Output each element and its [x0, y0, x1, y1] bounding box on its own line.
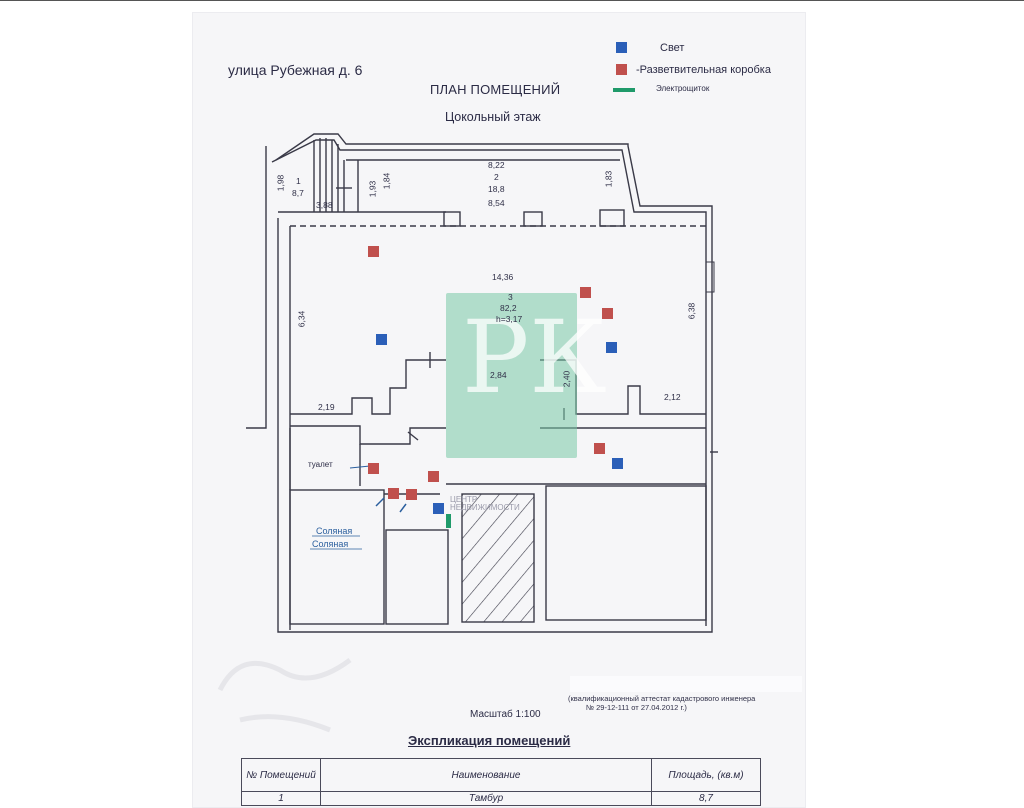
dim-183: 1,83 — [603, 170, 614, 188]
redacted-block — [570, 676, 802, 692]
dim-212: 2,12 — [664, 392, 681, 402]
room2-bottom: 8,54 — [488, 198, 505, 208]
dim-room1-width: 3,88 — [316, 200, 333, 210]
watermark-logo — [446, 293, 577, 458]
room3-area: 82,2 — [500, 303, 517, 313]
plan-title: ПЛАН ПОМЕЩЕНИЙ — [430, 82, 561, 97]
legend-panel-label: Электрощиток — [656, 84, 710, 93]
certificate-line-1: (квалификационный аттестат кадастрового … — [568, 694, 756, 703]
row-no: 1 — [241, 791, 321, 806]
junction-box-icon — [368, 246, 379, 257]
salt-room-label-1: Соляная — [316, 526, 353, 536]
header-area: Площадь, (кв.м) — [651, 758, 761, 792]
hatched-shaft — [462, 494, 534, 622]
electric-panel-icon — [446, 514, 451, 528]
room3-number: 3 — [508, 292, 513, 302]
header-no: № Помещений — [241, 758, 321, 792]
dim-left-height: 6,34 — [296, 310, 307, 328]
dim-193: 1,93 — [367, 180, 378, 198]
header-name: Наименование — [320, 758, 652, 792]
junction-box-icon — [602, 308, 613, 319]
watermark-text-1: ЦЕНТР — [450, 495, 478, 504]
dim-284: 2,84 — [490, 370, 507, 380]
window-top-border — [0, 0, 1024, 1]
plan-subtitle: Цокольный этаж — [445, 110, 541, 124]
room3-width: 14,36 — [492, 272, 514, 282]
certificate-line-2: № 29-12-111 от 27.04.2012 г.) — [586, 703, 687, 712]
watermark-letter: РК — [462, 299, 607, 416]
dim-219: 2,19 — [318, 402, 335, 412]
dim-184: 1,84 — [381, 172, 392, 190]
room3-ceiling-height: h=3,17 — [496, 314, 523, 324]
panel-legend-icon — [613, 88, 635, 92]
salt-room-label-2: Соляная — [312, 539, 349, 549]
junction-box-icon — [428, 471, 439, 482]
dim-right-height: 6,38 — [686, 302, 697, 320]
outer-wall-stair — [275, 133, 713, 633]
junction-box-legend-icon — [616, 64, 627, 75]
room1-area: 8,7 — [292, 188, 304, 198]
row-name: Тамбур — [320, 791, 652, 806]
legend-light-label: Свет — [660, 42, 685, 54]
address: улица Рубежная д. 6 — [228, 62, 363, 78]
junction-box-icon — [580, 287, 591, 298]
dim-240: 2,40 — [561, 370, 572, 388]
junction-box-icon — [388, 488, 399, 499]
light-icon — [612, 458, 623, 469]
light-icon — [376, 334, 387, 345]
explication-title: Экспликация помещений — [408, 733, 571, 748]
junction-box-icon — [594, 443, 605, 454]
room2-area: 18,8 — [488, 184, 505, 194]
light-legend-icon — [616, 42, 627, 53]
junction-box-icon — [368, 463, 379, 474]
room2-top: 8,22 — [488, 160, 505, 170]
light-icon — [433, 503, 444, 514]
table-header-row: № Помещений Наименование Площадь, (кв.м) — [241, 758, 761, 792]
outer-wall-left — [246, 146, 267, 429]
legend-junction-label: -Разветвительная коробка — [636, 64, 771, 76]
junction-box-icon — [406, 489, 417, 500]
dim-room1-height: 1,98 — [275, 174, 286, 192]
toilet-label: туалет — [308, 460, 333, 469]
room2-number: 2 — [494, 172, 499, 182]
explication-table: № Помещений Наименование Площадь, (кв.м)… — [241, 758, 761, 806]
row-area: 8,7 — [651, 791, 761, 806]
watermark-text-2: НЕДВИЖИМОСТИ — [450, 503, 520, 512]
room1-number: 1 — [296, 176, 301, 186]
light-icon — [606, 342, 617, 353]
scale-label: Масштаб 1:100 — [470, 709, 541, 720]
table-row: 1 Тамбур 8,7 — [241, 791, 761, 806]
